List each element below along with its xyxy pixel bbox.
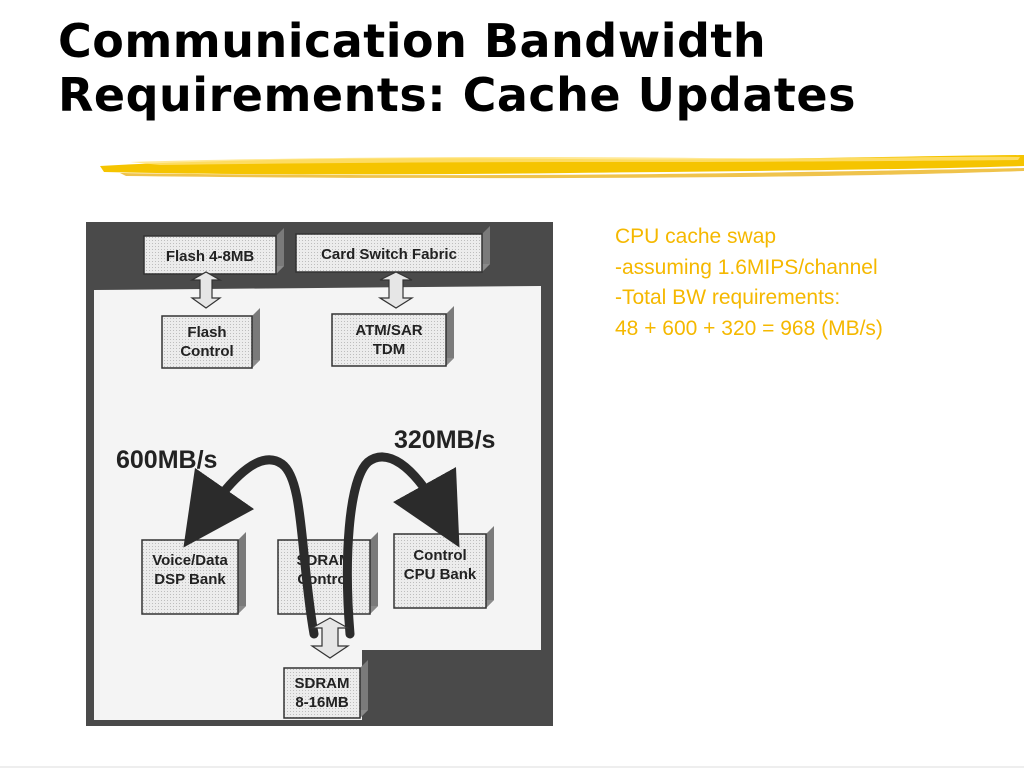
voice-label-1: Voice/Data — [152, 552, 228, 569]
arrow-320mbps — [342, 452, 460, 639]
note-line-2: -assuming 1.6MIPS/channel — [615, 255, 878, 279]
title-underline-brushstroke — [100, 155, 1024, 179]
voice-label-2: DSP Bank — [154, 571, 226, 588]
note-line-3: -Total BW requirements: — [615, 286, 841, 309]
card-switch-fabric-label: Card Switch Fabric — [321, 246, 457, 263]
atm-label-2: TDM — [373, 341, 406, 358]
slide-title: Communication Bandwidth Requirements: Ca… — [58, 14, 1018, 122]
atm-label-1: ATM/SAR — [355, 322, 422, 339]
flash-memory-label: Flash 4-8MB — [166, 248, 255, 265]
flash-control-label-2: Control — [180, 343, 233, 360]
flash-control-label-1: Flash — [187, 324, 226, 341]
box-voice-data-dsp: Voice/Data DSP Bank — [141, 532, 246, 615]
title-line-1: Communication Bandwidth — [58, 14, 767, 68]
slide-bottom-rule — [0, 766, 1024, 768]
double-arrow-atm — [377, 271, 415, 309]
cpu-label-2: CPU Bank — [404, 566, 477, 583]
box-control-cpu: Control CPU Bank — [393, 526, 494, 609]
rate-label-600: 600MB/s — [116, 446, 217, 474]
arrow-600mbps — [183, 455, 319, 639]
title-line-2: Requirements: Cache Updates — [58, 68, 856, 122]
sdram-label-1: SDRAM — [295, 675, 350, 692]
box-sdram-control: SDRAM Control — [277, 532, 378, 615]
note-line-1: CPU cache swap — [615, 225, 777, 248]
note-line-4: 48 + 600 + 320 = 968 (MB/s) — [615, 316, 883, 340]
box-card-switch-fabric: Card Switch Fabric — [295, 226, 490, 273]
box-sdram-memory: SDRAM 8-16MB — [283, 660, 368, 719]
sdram-control-label-1: SDRAM — [297, 552, 352, 569]
sdram-label-2: 8-16MB — [295, 694, 349, 711]
double-arrow-sdram — [309, 617, 351, 659]
box-atm-sar-tdm: ATM/SAR TDM — [331, 306, 454, 367]
box-flash-memory: Flash 4-8MB — [143, 228, 284, 275]
cpu-label-1: Control — [413, 547, 466, 564]
rate-label-320: 320MB/s — [394, 426, 495, 454]
double-arrow-flash — [189, 271, 223, 309]
bandwidth-block-diagram: Flash 4-8MB Card Switch Fabric Flash Con… — [86, 222, 553, 726]
bandwidth-notes: CPU cache swap -assuming 1.6MIPS/channel… — [615, 222, 1015, 344]
box-flash-control: Flash Control — [161, 308, 260, 369]
